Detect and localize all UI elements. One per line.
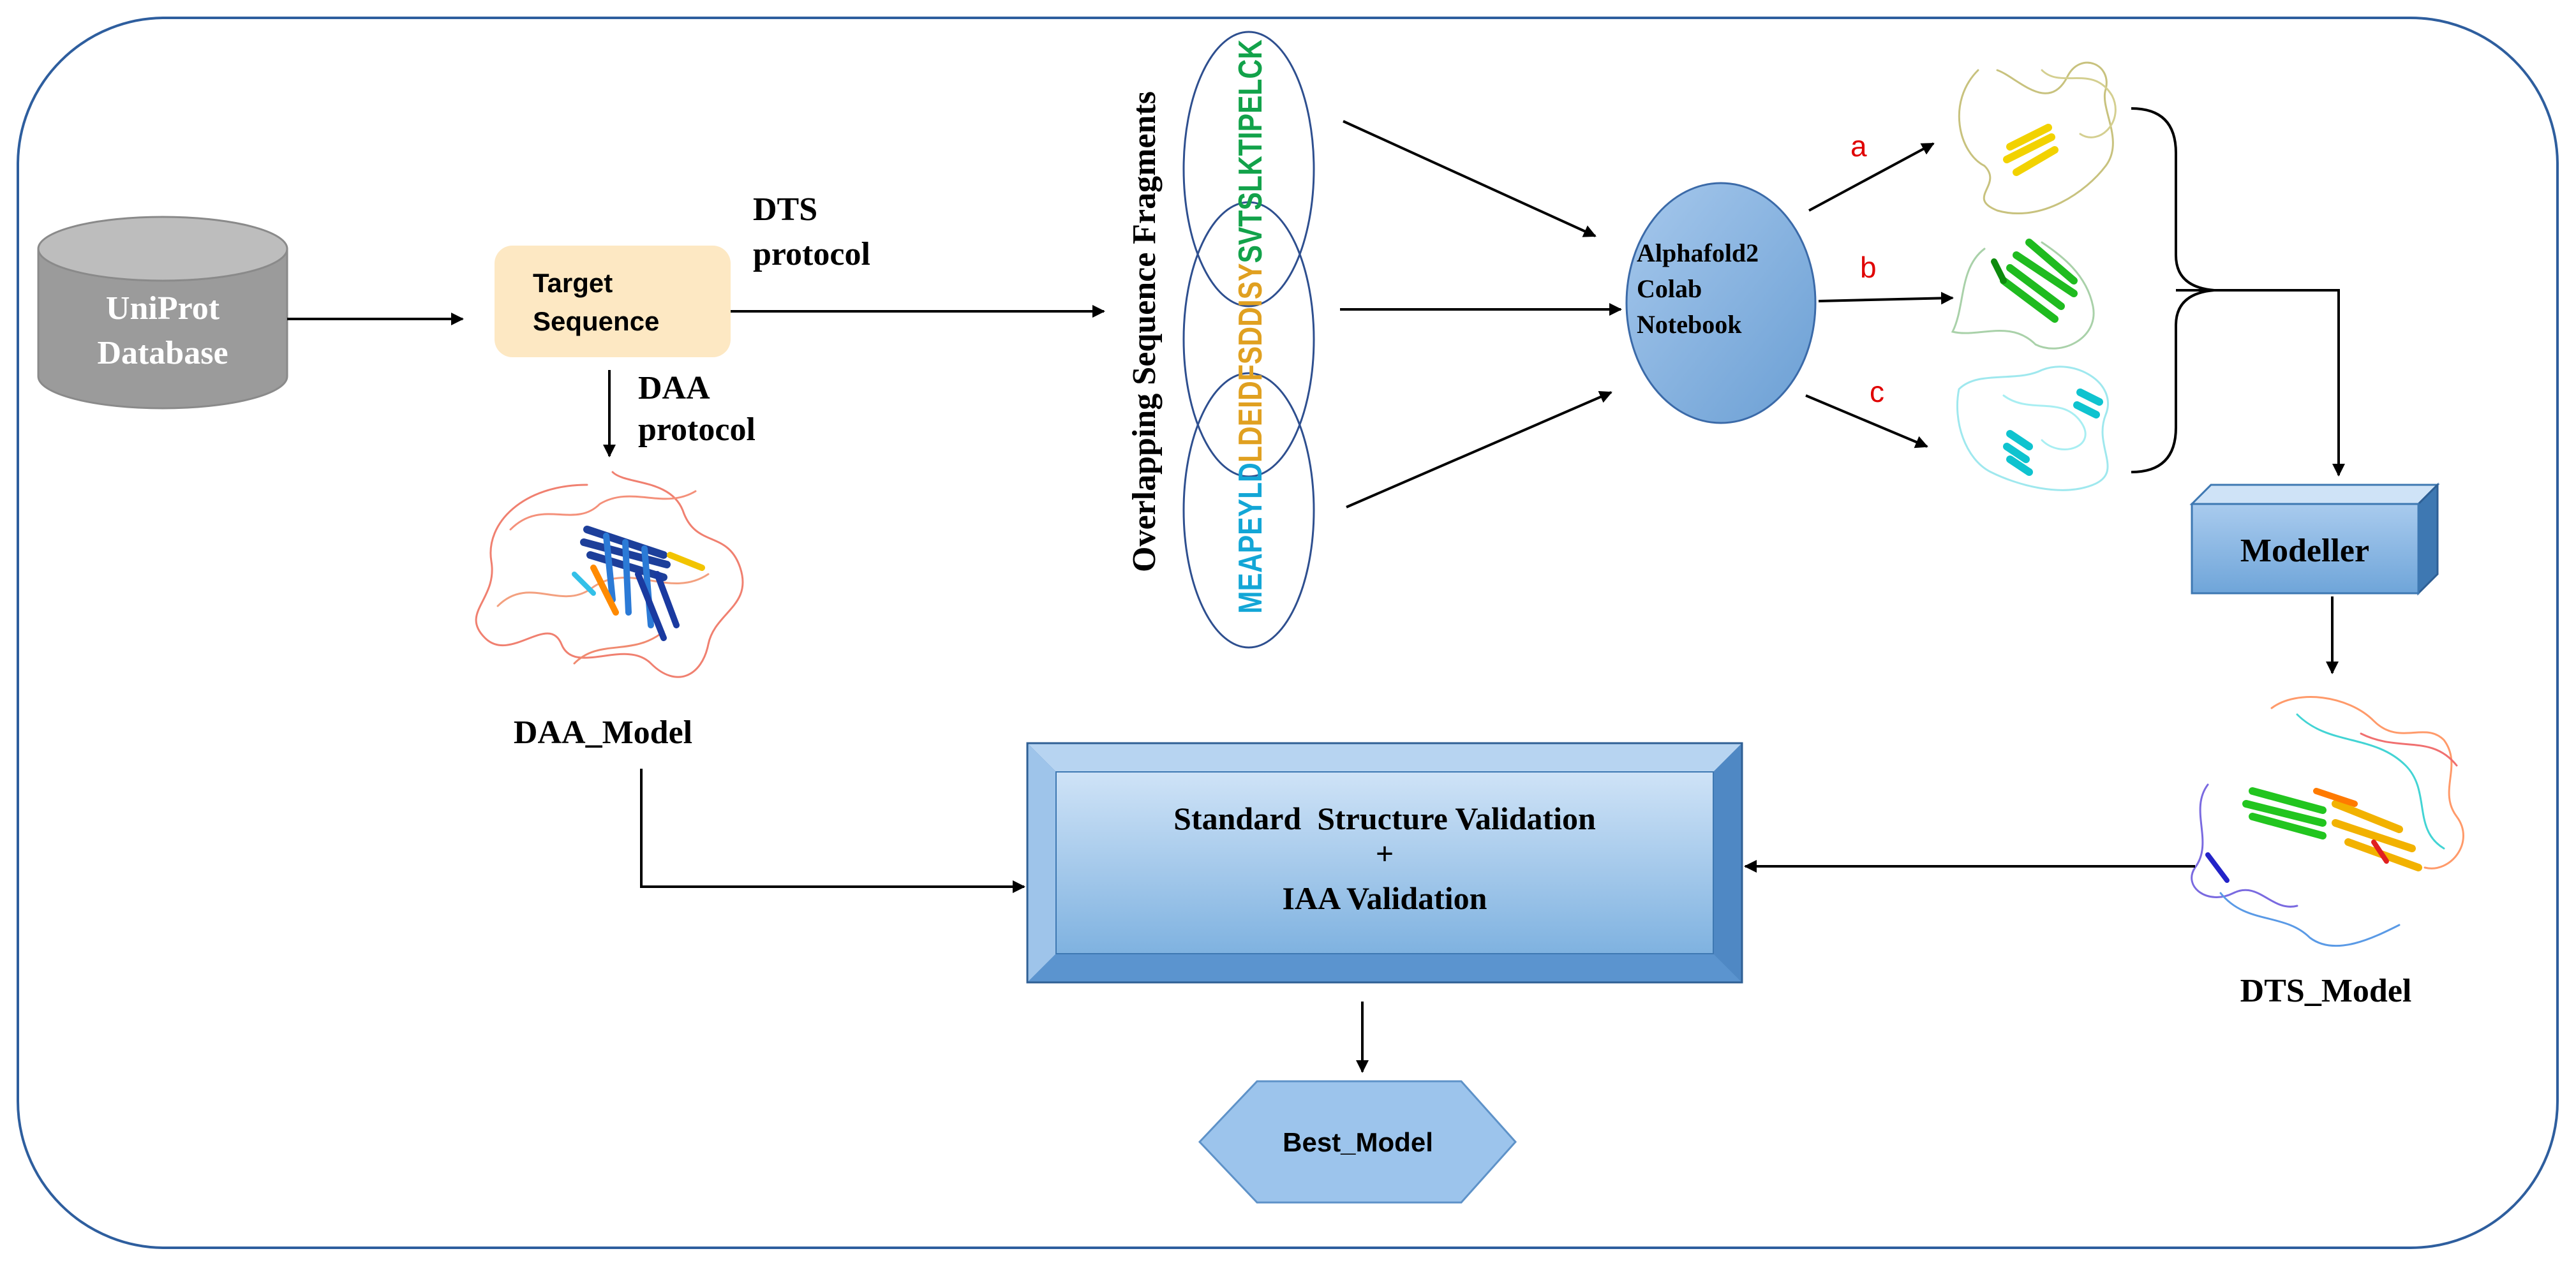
best-model-node: Best_Model: [1198, 1080, 1517, 1204]
daa-protocol-line1: DAA: [638, 370, 710, 406]
arrow-alphafold-to-model-b: [1818, 292, 1954, 305]
sequence-part-2: LDEIDFSDDISY: [1232, 263, 1269, 463]
database-label-line1: UniProt: [106, 290, 220, 327]
arrow-fragment3-to-alphafold: [1346, 390, 1612, 508]
target-sequence-node: Target Sequence: [495, 246, 731, 357]
alphafold-label-line2: Colab: [1637, 274, 1702, 303]
target-label-line2: Sequence: [533, 306, 659, 336]
daa-model-label: DAA_Model: [514, 714, 692, 751]
branch-label-b: b: [1860, 251, 1877, 284]
alphafold-node: Alphafold2 Colab Notebook: [1625, 182, 1817, 424]
validation-label-line2: +: [1376, 836, 1394, 871]
validation-node: Standard Structure Validation + IAA Vali…: [1026, 742, 1743, 984]
daa-model-structure-image: [475, 471, 744, 678]
best-model-label: Best_Model: [1283, 1127, 1433, 1157]
fragment-model-c-image: [1956, 366, 2109, 491]
branch-label-c: c: [1870, 375, 1884, 408]
fragment-model-b-image: [1951, 239, 2095, 350]
daa-protocol-line2: protocol: [638, 411, 756, 448]
validation-label-line3: IAA Validation: [1283, 880, 1487, 916]
arrow-fragment1-to-alphafold: [1343, 120, 1597, 237]
arrow-daa-model-to-validation: [640, 769, 1025, 893]
alphafold-label-line1: Alphafold2: [1637, 239, 1759, 267]
validation-label-line1: Standard Structure Validation: [1173, 801, 1596, 836]
fragment-ellipse-2: [1182, 201, 1315, 478]
outer-frame: [17, 17, 2559, 1249]
fragment-model-a-image: [1958, 61, 2117, 214]
sequence-part-3: SVTSLKTIPELCK: [1232, 40, 1269, 263]
database-label-line2: Database: [97, 335, 228, 371]
arrow-alphafold-to-model-a: [1808, 142, 1935, 212]
modeller-label: Modeller: [2240, 533, 2369, 569]
dts-protocol-line1: DTS: [753, 191, 817, 228]
branch-label-a: a: [1850, 129, 1867, 163]
target-label-line1: Target: [533, 268, 613, 298]
alphafold-label-line3: Notebook: [1637, 310, 1742, 339]
dts-model-label: DTS_Model: [2240, 973, 2412, 1009]
fragment-ellipse-3: [1182, 372, 1315, 649]
fragment-ellipse-1: [1182, 31, 1315, 307]
sequence-fragment-text: MEAPEYLDLDEIDFSDDISYSVTSLKTIPELCK: [1232, 40, 1269, 614]
fragments-title: Overlapping Sequence Fragments: [1126, 91, 1163, 572]
dts-protocol-line2: protocol: [753, 236, 870, 272]
dts-model-structure-image: [2191, 696, 2464, 947]
sequence-part-1: MEAPEYLD: [1232, 462, 1269, 614]
uniprot-database-node: UniProt Database: [37, 216, 288, 410]
arrow-alphafold-to-model-c: [1805, 394, 1928, 448]
arrow-brace-to-modeller: [2176, 289, 2345, 477]
modeller-node: Modeller: [2189, 482, 2440, 596]
